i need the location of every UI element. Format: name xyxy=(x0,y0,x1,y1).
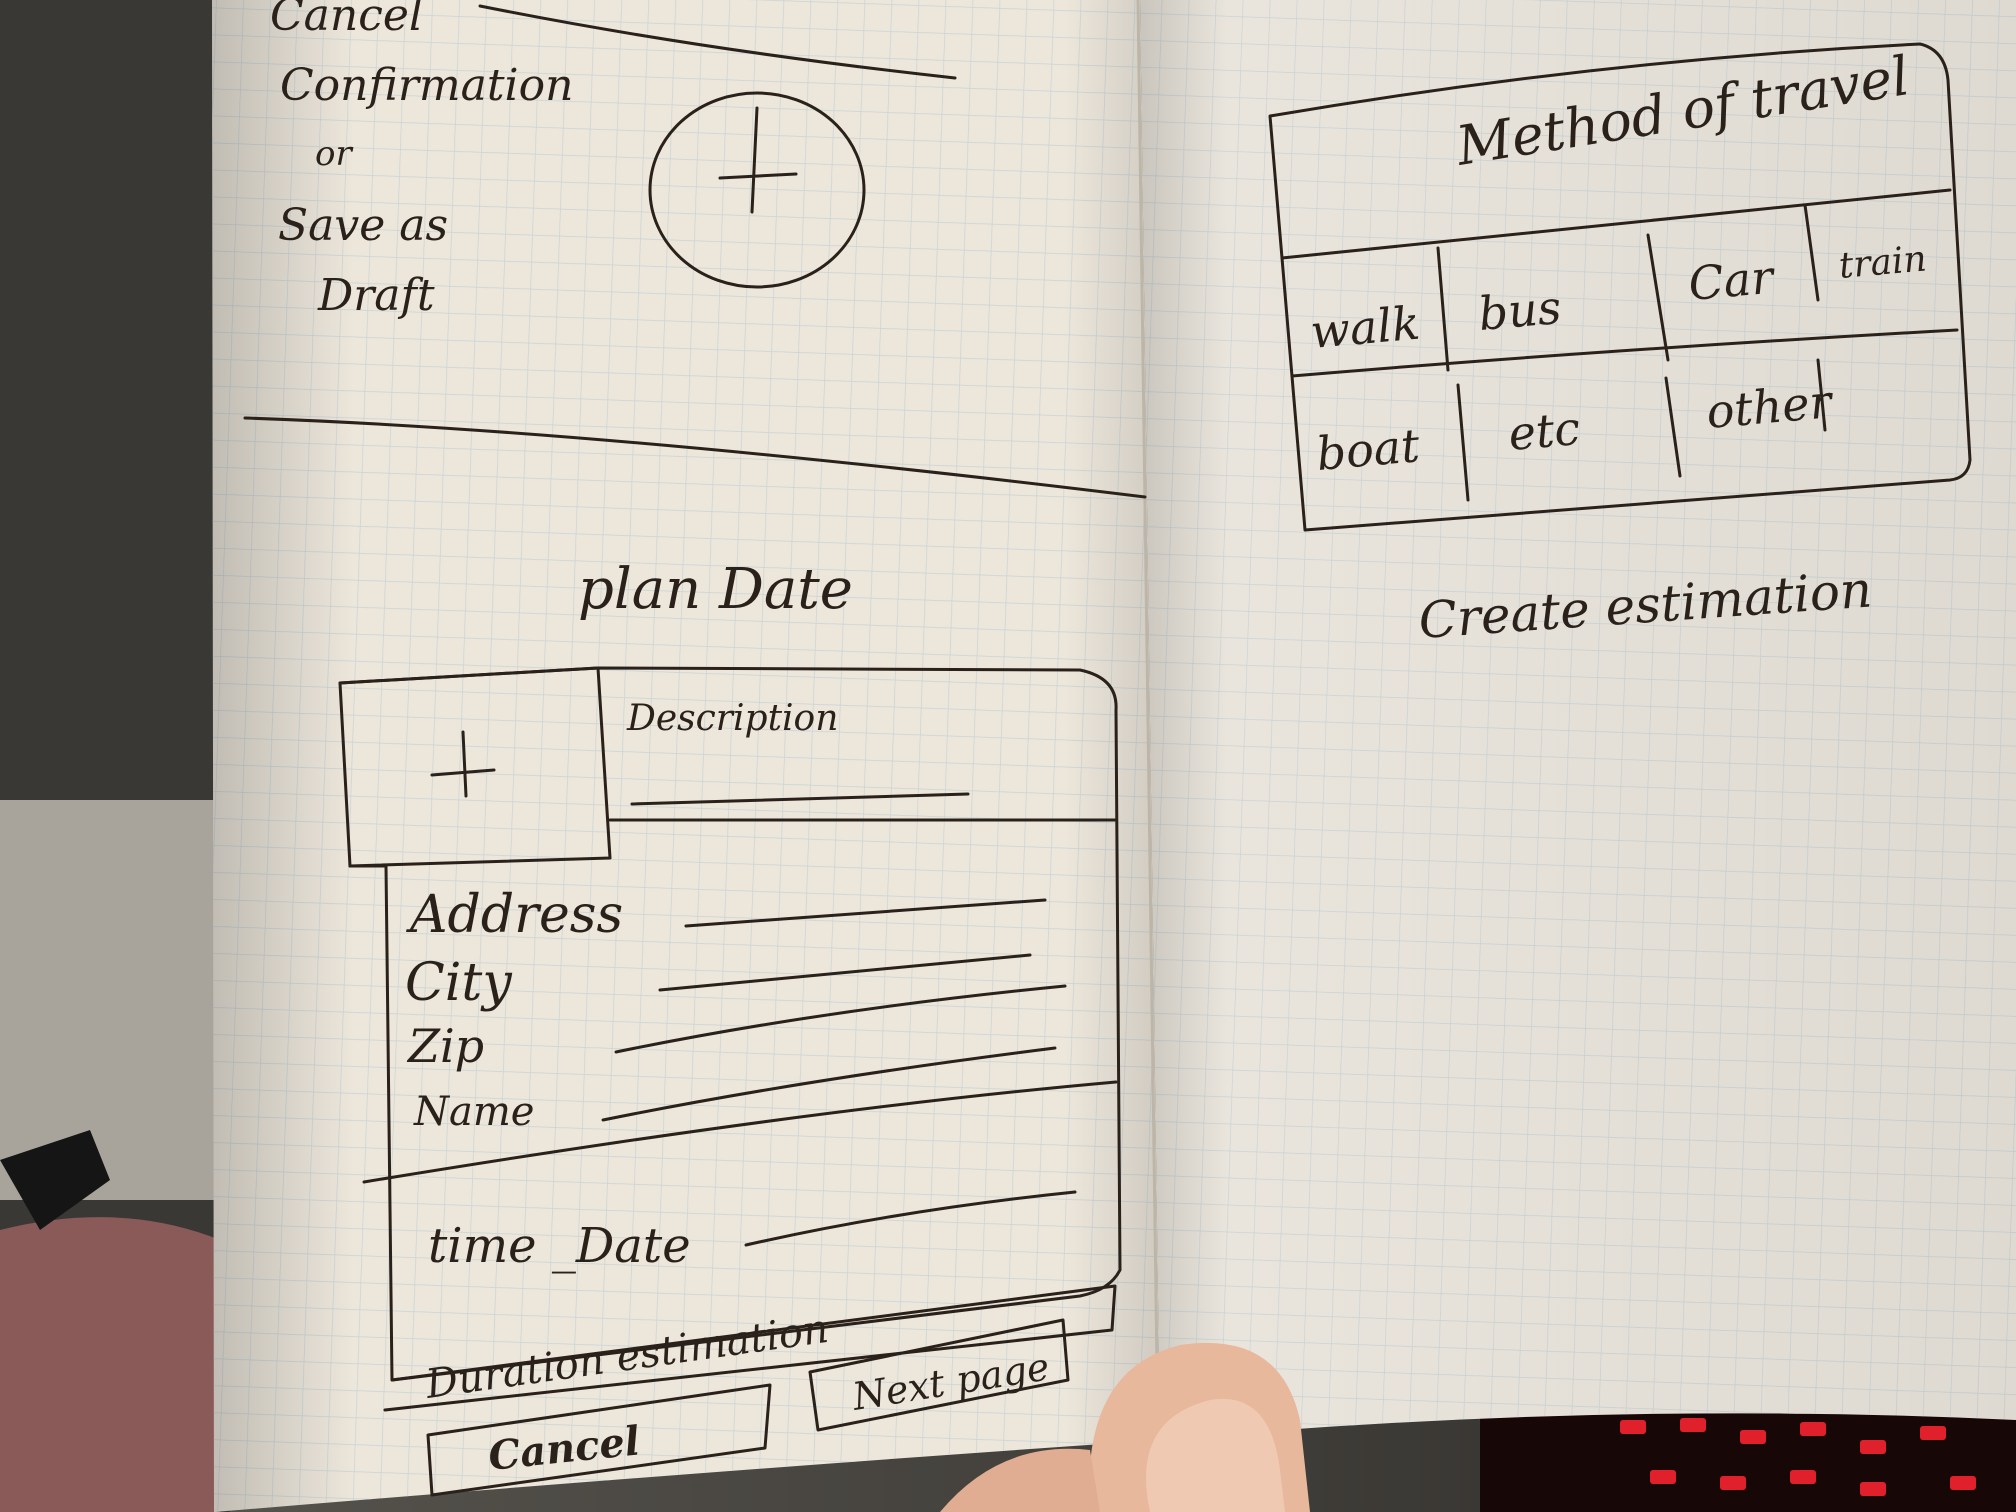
row-divider xyxy=(1290,328,1959,378)
city-field-line xyxy=(658,953,1032,992)
note-save-as: Save as xyxy=(278,200,448,251)
city-label: City xyxy=(405,953,512,1013)
header-divider xyxy=(1280,188,1952,260)
address-section-divider xyxy=(362,1080,1118,1184)
screen-title: plan Date xyxy=(578,557,853,622)
name-label: Name xyxy=(413,1089,534,1135)
travel-method-frame xyxy=(1268,42,1972,532)
option-other[interactable]: other xyxy=(1704,374,1836,439)
description-field-line xyxy=(630,792,970,806)
option-boat[interactable]: boat xyxy=(1314,418,1422,481)
background-mug xyxy=(0,1217,220,1512)
note-confirmation: Confirmation xyxy=(280,60,573,111)
next-page-button[interactable] xyxy=(808,1318,1070,1432)
description-label: Description xyxy=(626,698,838,739)
name-field-line xyxy=(601,1046,1057,1122)
time-date-field-line xyxy=(744,1190,1077,1247)
plus-icon xyxy=(430,730,496,798)
cancel-button[interactable] xyxy=(426,1383,772,1497)
duration-estimation-bar xyxy=(383,1284,1117,1412)
address-field-line xyxy=(684,898,1047,928)
note-or: or xyxy=(315,134,353,174)
section-divider xyxy=(243,416,1147,499)
note-cancel: Cancel xyxy=(270,0,423,41)
keyboard-keys xyxy=(1620,1418,1976,1496)
note-draft: Draft xyxy=(317,270,435,321)
add-button-sketch xyxy=(648,91,866,289)
time-date-label: time _Date xyxy=(428,1218,691,1274)
zip-label: Zip xyxy=(406,1019,484,1073)
form-frame xyxy=(338,666,1122,1382)
option-walk[interactable]: walk xyxy=(1308,296,1422,359)
address-label: Address xyxy=(406,885,623,945)
option-etc[interactable]: etc xyxy=(1506,401,1582,461)
background-table xyxy=(0,800,230,1200)
option-bus[interactable]: bus xyxy=(1476,280,1563,341)
zip-field-line xyxy=(614,984,1067,1054)
plus-icon xyxy=(718,106,798,214)
top-divider xyxy=(478,4,957,80)
background-object xyxy=(0,1130,110,1230)
option-car[interactable]: Car xyxy=(1686,250,1778,311)
image-upload-box xyxy=(338,666,612,868)
option-train[interactable]: train xyxy=(1837,238,1928,287)
notebook-spine xyxy=(1136,0,1160,1441)
